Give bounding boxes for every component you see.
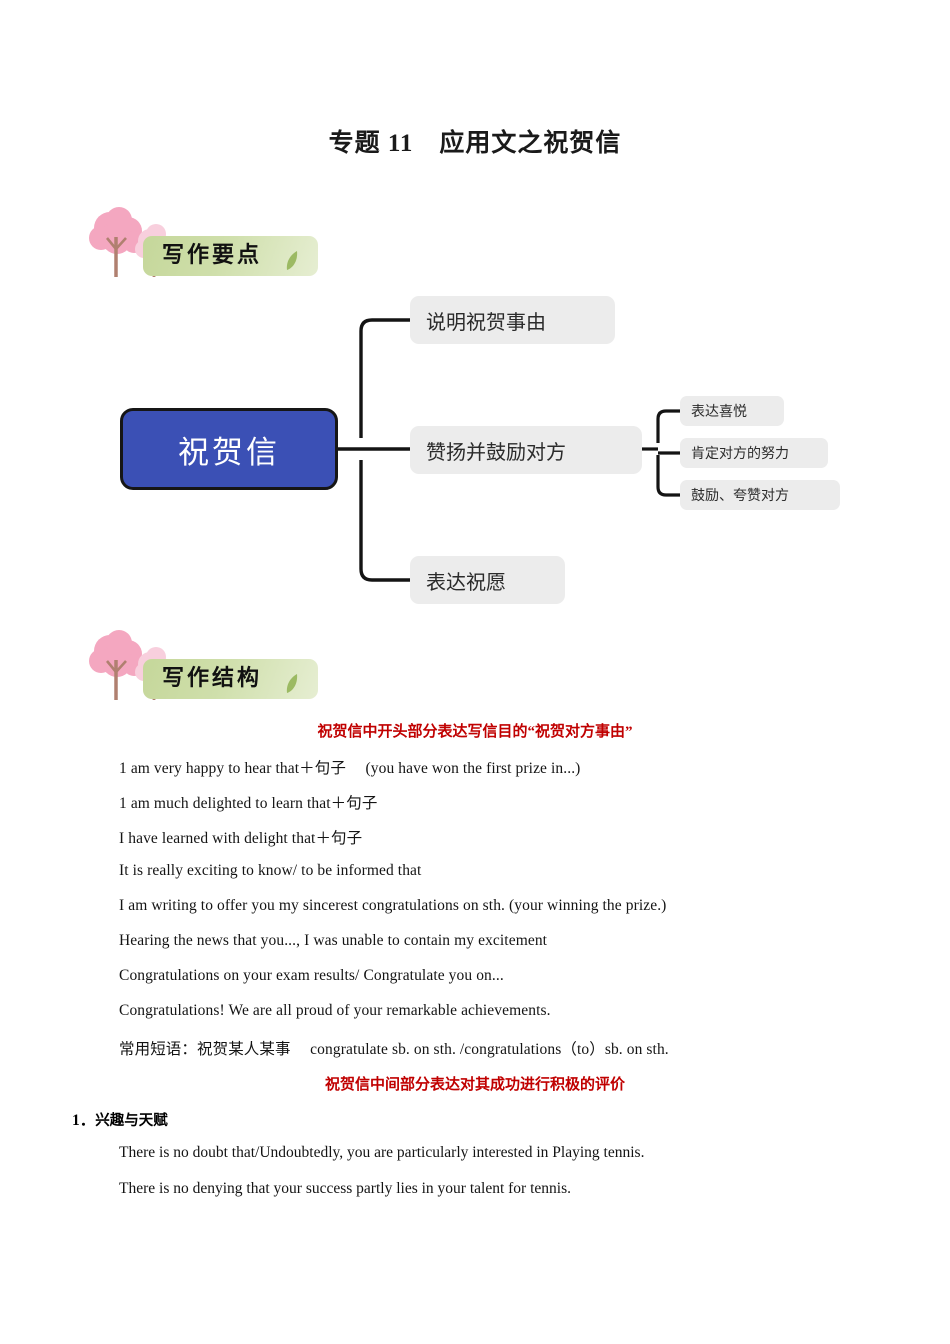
mindmap-subnode-3: 鼓励、夸赞对方 [680, 480, 840, 510]
mindmap-diagram: 祝贺信 说明祝贺事由 赞扬并鼓励对方 表达祝愿 表达喜悦 肯定对方的努力 鼓励、… [110, 288, 840, 618]
section-badge-label: 写作要点 [162, 243, 263, 268]
page-title: 专题 11 应用文之祝贺信 [328, 130, 622, 157]
mindmap-branch-3: 表达祝愿 [410, 556, 565, 604]
structure-line: Congratulations on your exam results/ Co… [119, 967, 504, 984]
mindmap-connectors [338, 318, 680, 582]
structure-line: Congratulations! We are all proud of you… [119, 1002, 551, 1019]
leaf-icon [286, 251, 298, 270]
item-1-title: 兴趣与天赋 [95, 1113, 168, 1129]
section-badge-writing-points: 写作要点 [88, 205, 318, 285]
cherry-tree-icon [89, 630, 172, 700]
leaf-icon [286, 674, 298, 693]
structure-line: I have learned with delight that＋句子 [119, 830, 363, 847]
structure-line: Hearing the news that you..., I was unab… [119, 932, 548, 949]
badge-banner [143, 236, 318, 276]
item-1-number: 1． [72, 1112, 96, 1129]
mindmap-branch-2: 赞扬并鼓励对方 [410, 426, 642, 474]
structure-line: 1 am much delighted to learn that＋句子 [119, 795, 378, 812]
item-1-line: There is no denying that your success pa… [119, 1180, 571, 1197]
item-1-line: There is no doubt that/Undoubtedly, you … [119, 1144, 645, 1161]
structure-line: It is really exciting to know/ to be inf… [119, 862, 422, 879]
red-heading-opening: 祝贺信中开头部分表达写信目的“祝贺对方事由” [317, 724, 633, 740]
mindmap-branch-1: 说明祝贺事由 [410, 296, 615, 344]
badge-banner [143, 659, 318, 699]
mindmap-root-node: 祝贺信 [120, 408, 338, 490]
structure-line: 1 am very happy to hear that＋句子 (you hav… [119, 760, 581, 777]
section-badge-label: 写作结构 [162, 666, 263, 691]
item-1-heading: 1．兴趣与天赋 [72, 1108, 168, 1130]
structure-line: I am writing to offer you my sincerest c… [119, 897, 667, 914]
mindmap-subnode-1: 表达喜悦 [680, 396, 784, 426]
common-phrase-line: 常用短语：祝贺某人某事 congratulate sb. on sth. /co… [119, 1041, 669, 1058]
section-badge-writing-structure: 写作结构 [88, 628, 318, 708]
mindmap-subnode-2: 肯定对方的努力 [680, 438, 828, 468]
red-heading-middle: 祝贺信中间部分表达对其成功进行积极的评价 [324, 1077, 625, 1093]
